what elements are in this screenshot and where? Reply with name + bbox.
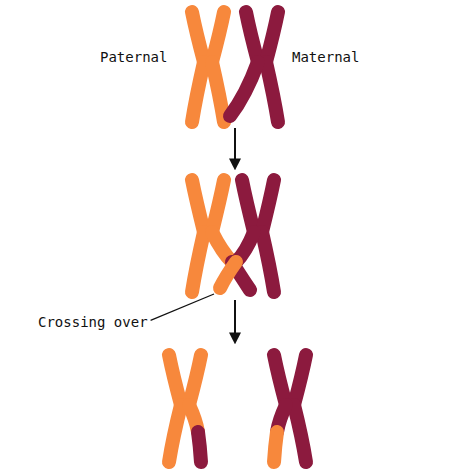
chromatid xyxy=(192,62,204,122)
chromatid xyxy=(212,180,224,232)
chromatid xyxy=(192,232,204,292)
chromatid xyxy=(266,12,278,62)
chromatid xyxy=(212,62,224,122)
chromatid xyxy=(169,355,181,405)
part-label: Maternal xyxy=(292,49,359,66)
chromatid xyxy=(274,355,286,405)
part-label: Crossing over xyxy=(38,314,148,331)
chromatid xyxy=(294,355,306,405)
chromatid xyxy=(230,62,258,116)
chromatid xyxy=(262,180,274,232)
step-arrow xyxy=(234,128,236,168)
chromatid xyxy=(212,12,224,62)
chromatid xyxy=(242,180,254,232)
chromatid xyxy=(198,432,201,462)
chromatid xyxy=(192,12,204,62)
chromatid xyxy=(169,405,181,462)
step-arrow xyxy=(234,300,236,342)
leader-line xyxy=(151,294,214,320)
chromosomes xyxy=(169,12,306,462)
chromatid xyxy=(189,355,201,405)
chromatid xyxy=(266,62,278,122)
chromatid xyxy=(220,262,236,288)
chromatid xyxy=(262,232,274,292)
chromatid xyxy=(274,432,277,462)
chromatid xyxy=(192,180,204,232)
chromatid xyxy=(294,405,306,462)
chromatid xyxy=(246,12,258,62)
part-label: Paternal xyxy=(100,49,167,66)
